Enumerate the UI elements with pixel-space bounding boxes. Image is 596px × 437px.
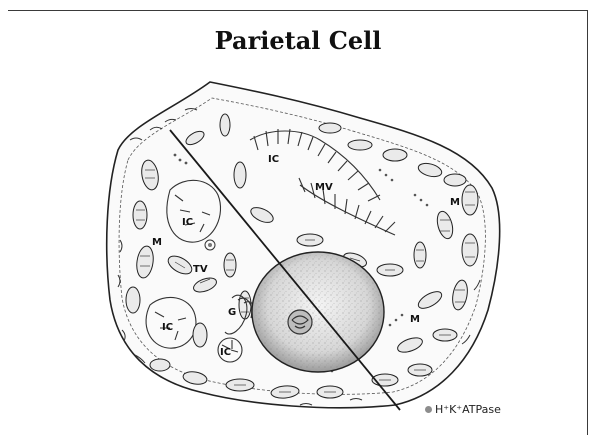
label-m: M [450, 197, 460, 208]
label-ic: IC [220, 347, 231, 358]
nucleolus [288, 310, 312, 334]
label-m: M [410, 314, 420, 325]
label-g: G [228, 307, 236, 318]
label-m: M [152, 237, 162, 248]
label-ic: IC [162, 322, 173, 333]
legend-label: H⁺K⁺ATPase [435, 403, 501, 416]
label-tv: TV [193, 264, 208, 275]
label-ic: IC [268, 154, 279, 165]
legend: H⁺K⁺ATPase [425, 403, 501, 416]
label-mv: MV [315, 182, 333, 193]
nucleus [252, 252, 384, 372]
label-ic: IC [182, 217, 193, 228]
legend-dot-icon [425, 406, 432, 413]
